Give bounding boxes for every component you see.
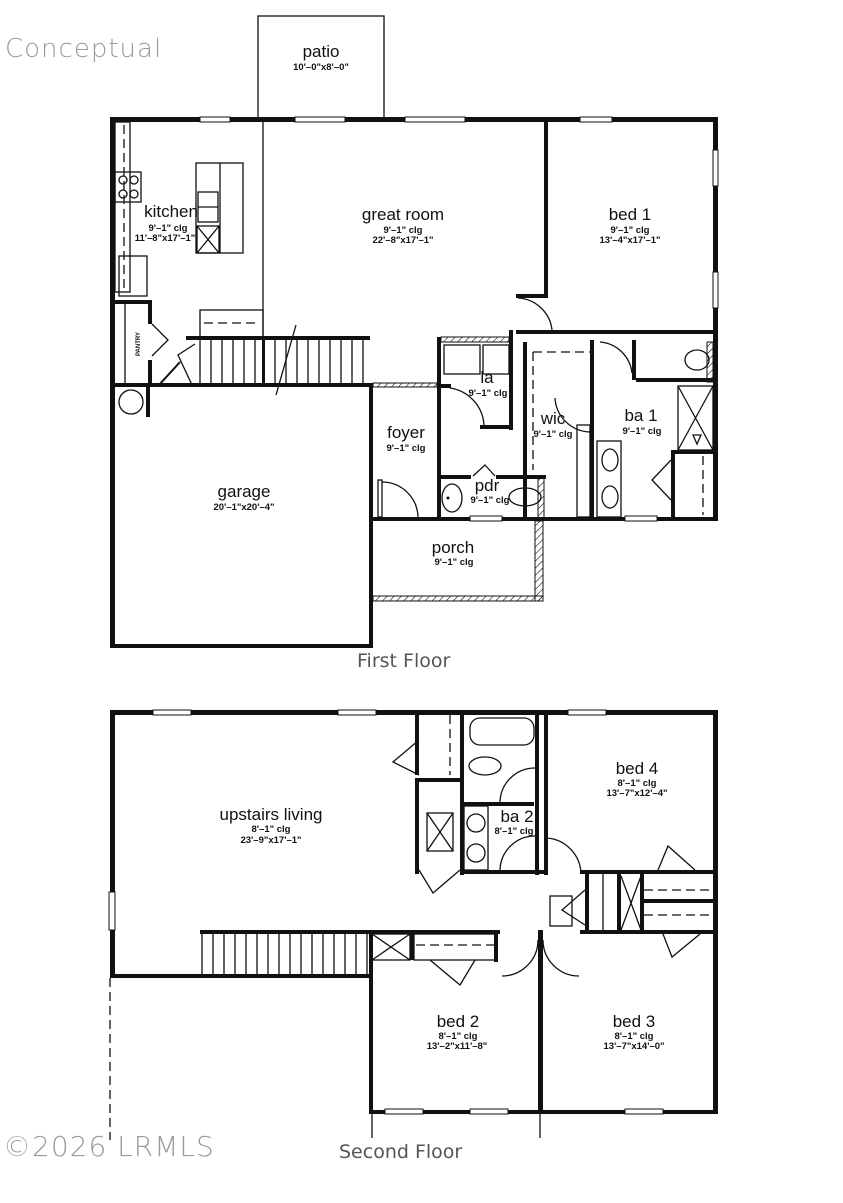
- porch-clg: 9'–1" clg: [435, 557, 474, 568]
- foyer-clg: 9'–1" clg: [387, 443, 426, 454]
- great-room-name: great room: [362, 205, 444, 224]
- upstairs-stair-treads: [201, 934, 368, 974]
- patio-name: patio: [303, 42, 340, 61]
- porch-name: porch: [432, 538, 475, 557]
- kitchen-clg: 9'–1" clg: [149, 223, 188, 234]
- patio-dims: 10'–0"x8'–0": [293, 62, 349, 73]
- watermark-copyright: ©2026 LRMLS: [3, 1130, 215, 1163]
- bed2-name: bed 2: [437, 1012, 480, 1031]
- bed4-dims: 13'–7"x12'–4": [606, 788, 667, 799]
- pdr-name: pdr: [475, 476, 500, 495]
- bed1-name: bed 1: [609, 205, 652, 224]
- wic-clg: 9'–1" clg: [534, 429, 573, 440]
- bed4-clg: 8'–1" clg: [618, 778, 657, 789]
- kitchen-name: kitchen: [144, 202, 198, 221]
- bed1-dims: 13'–4"x17'–1": [599, 235, 660, 246]
- bed1-clg: 9'–1" clg: [611, 225, 650, 236]
- upstairs-living-clg: 8'–1" clg: [252, 824, 291, 835]
- upstairs-living-dims: 23'–9"x17'–1": [240, 835, 301, 846]
- bed3-clg: 8'–1" clg: [615, 1031, 654, 1042]
- foyer-name: foyer: [387, 423, 425, 442]
- ba1-name: ba 1: [624, 406, 657, 425]
- pantry-name: PANTRY: [136, 332, 142, 356]
- pdr-clg: 9'–1" clg: [471, 495, 510, 506]
- bed2-dims: 13'–2"x11'–8": [427, 1041, 488, 1052]
- bed2-clg: 8'–1" clg: [439, 1031, 478, 1042]
- bed3-name: bed 3: [613, 1012, 656, 1031]
- garage-name: garage: [218, 482, 271, 501]
- bed4-name: bed 4: [616, 759, 659, 778]
- watermark-conceptual: Conceptual: [5, 34, 163, 64]
- la-name: la: [480, 368, 494, 387]
- ba2-clg: 8'–1" clg: [495, 826, 534, 837]
- ba2-name: ba 2: [500, 807, 533, 826]
- garage-dims: 20'–1"x20'–4": [213, 502, 274, 513]
- wic-name: wic: [540, 409, 566, 428]
- first-floor-plan: [110, 15, 719, 648]
- upstairs-living-name: upstairs living: [220, 805, 323, 824]
- great-room-dims: 22'–8"x17'–1": [372, 235, 433, 246]
- ba1-clg: 9'–1" clg: [623, 426, 662, 437]
- kitchen-dims: 11'–8"x17'–1": [135, 233, 196, 244]
- la-clg: 9'–1" clg: [469, 388, 508, 399]
- stair-treads: [199, 324, 364, 396]
- bed3-dims: 13'–7"x14'–0": [603, 1041, 664, 1052]
- first-floor-label: First Floor: [357, 650, 451, 672]
- second-floor-plan: [108, 709, 718, 1140]
- room-labels: patio 10'–0"x8'–0" kitchen 9'–1" clg 11'…: [135, 42, 668, 1052]
- great-room-clg: 9'–1" clg: [384, 225, 423, 236]
- second-floor-label: Second Floor: [339, 1141, 463, 1163]
